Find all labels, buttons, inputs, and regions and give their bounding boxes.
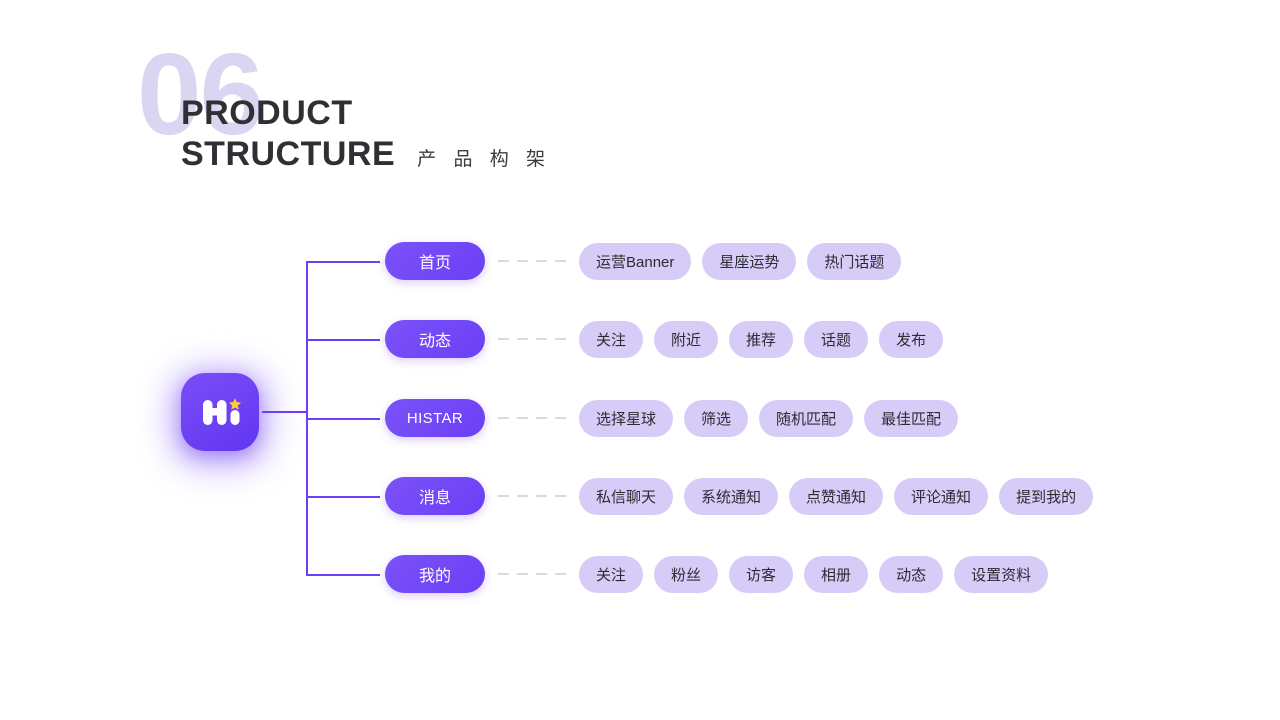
child-node[interactable]: 随机匹配 [759, 399, 854, 437]
diagram-row: HISTAR 选择星球筛选随机匹配最佳匹配 [385, 399, 959, 437]
child-node[interactable]: 运营Banner [579, 242, 692, 280]
child-node[interactable]: 点赞通知 [789, 477, 884, 515]
primary-node-4[interactable]: 消息 [385, 477, 485, 515]
child-node-group: 选择星球筛选随机匹配最佳匹配 [579, 399, 959, 437]
child-node[interactable]: 关注 [579, 320, 644, 358]
child-node[interactable]: 附近 [654, 320, 719, 358]
child-node[interactable]: 系统通知 [684, 477, 779, 515]
primary-node-2[interactable]: 动态 [385, 320, 485, 358]
tree-branch-4 [306, 496, 380, 498]
diagram-row: 动态 关注附近推荐话题发布 [385, 320, 944, 358]
diagram-row: 我的 关注粉丝访客相册动态设置资料 [385, 555, 1049, 593]
child-node[interactable]: 发布 [879, 320, 944, 358]
child-node[interactable]: 评论通知 [894, 477, 989, 515]
title-line-structure-row: STRUCTURE 产 品 构 架 [181, 134, 551, 180]
child-node[interactable]: 筛选 [684, 399, 749, 437]
title-line-structure: STRUCTURE [181, 135, 396, 173]
child-node[interactable]: 粉丝 [654, 555, 719, 593]
child-node[interactable]: 选择星球 [579, 399, 674, 437]
tree-branch-2 [306, 339, 380, 341]
child-node-group: 关注附近推荐话题发布 [579, 320, 944, 358]
child-node[interactable]: 设置资料 [954, 555, 1049, 593]
tree-branch-3 [306, 418, 380, 420]
dashed-connector [498, 417, 566, 419]
tree-branch-5 [306, 574, 380, 576]
child-node[interactable]: 话题 [804, 320, 869, 358]
child-node[interactable]: 动态 [879, 555, 944, 593]
child-node[interactable]: 热门话题 [807, 242, 902, 280]
diagram-row: 首页 运营Banner 星座运势热门话题 [385, 242, 902, 280]
tree-root-stub [262, 411, 308, 413]
child-node[interactable]: 推荐 [729, 320, 794, 358]
star-icon [229, 398, 241, 410]
dashed-connector [498, 573, 566, 575]
section-number-watermark: 06 [137, 29, 264, 159]
primary-node-5[interactable]: 我的 [385, 555, 485, 593]
hi-app-logo-icon [203, 398, 241, 425]
dashed-connector [498, 495, 566, 497]
root-node-logo[interactable] [169, 367, 271, 469]
child-node[interactable]: 相册 [804, 555, 869, 593]
title-subtitle-cn: 产 品 构 架 [417, 149, 552, 170]
child-node-group: 运营Banner 星座运势热门话题 [579, 242, 902, 280]
page-header: 06 PRODUCT STRUCTURE 产 品 构 架 [0, 0, 1280, 210]
dashed-connector [498, 260, 566, 262]
primary-node-1[interactable]: 首页 [385, 242, 485, 280]
child-node[interactable]: 最佳匹配 [864, 399, 959, 437]
diagram-row: 消息 私信聊天系统通知点赞通知评论通知提到我的 [385, 477, 1094, 515]
child-node[interactable]: 关注 [579, 555, 644, 593]
dashed-connector [498, 338, 566, 340]
child-node-group: 私信聊天系统通知点赞通知评论通知提到我的 [579, 477, 1094, 515]
title-line-product: PRODUCT [181, 94, 353, 132]
page-title: PRODUCT STRUCTURE 产 品 构 架 [181, 93, 551, 180]
child-node-group: 关注粉丝访客相册动态设置资料 [579, 555, 1049, 593]
tree-branch-1 [306, 261, 380, 263]
child-node[interactable]: 提到我的 [999, 477, 1094, 515]
child-node[interactable]: 访客 [729, 555, 794, 593]
child-node[interactable]: 私信聊天 [579, 477, 674, 515]
primary-node-3[interactable]: HISTAR [385, 399, 485, 437]
child-node[interactable]: 星座运势 [702, 242, 797, 280]
